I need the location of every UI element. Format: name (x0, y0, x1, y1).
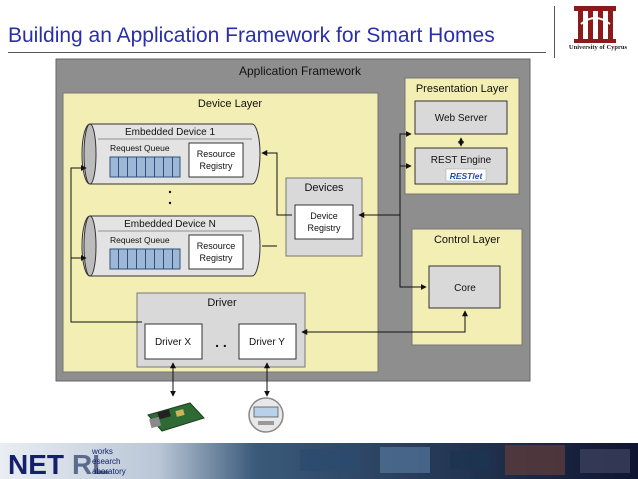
ellipsis-dot (168, 190, 172, 194)
restlet-logo: RESTlet (450, 171, 484, 181)
footer-graphic-icon (300, 445, 630, 475)
university-logo-icon (574, 6, 616, 43)
devices-label: Devices (304, 182, 344, 194)
branch-to-web-server (399, 131, 412, 166)
architecture-diagram: Application Framework Device Layer Embed… (55, 58, 531, 433)
web-server-label: Web Server (435, 113, 488, 124)
request-queue (109, 248, 181, 270)
title-divider (8, 52, 546, 53)
driver-ellipsis: . . (215, 334, 227, 350)
ellipsis-dot (168, 201, 172, 205)
smart-meter-icon (248, 397, 284, 433)
web-server-box (414, 100, 508, 135)
driver-x-label: Driver X (155, 337, 191, 348)
presentation-layer-label: Presentation Layer (416, 83, 509, 95)
device-registry-line1: Device (310, 211, 338, 221)
footer-banner: NET RL works esearch aboratory (0, 443, 638, 479)
control-layer-label: Control Layer (434, 234, 500, 246)
resource-registry-box (188, 142, 244, 178)
circuit-board-icon (147, 402, 205, 432)
device-registry-box (294, 204, 354, 240)
driver-label: Driver (207, 297, 237, 309)
rest-engine-label: REST Engine (431, 155, 492, 166)
embedded-device-1: Embedded Device 1 Request Queue Resource… (81, 123, 261, 185)
restlet-logo-badge (445, 168, 487, 182)
driver-y-box (238, 323, 297, 360)
driver-y-label: Driver Y (249, 337, 285, 348)
netrl-logo-research: esearch (92, 457, 120, 466)
device-layer-label: Device Layer (198, 98, 263, 110)
logo-divider (554, 6, 555, 58)
registry-line-1 (261, 150, 292, 216)
request-queue-label: Request Queue (110, 235, 170, 245)
netrl-logo-rl: RL (72, 449, 109, 479)
application-framework-label: Application Framework (239, 64, 362, 78)
embedded-device-n-label: Embedded Device N (124, 219, 216, 230)
resource-registry-line2: Registry (199, 161, 233, 171)
request-queue (109, 156, 181, 178)
core-box (428, 265, 501, 309)
branch-to-core (399, 215, 427, 290)
core-to-driver (301, 310, 468, 335)
embedded-device-1-label: Embedded Device 1 (125, 127, 215, 138)
device-registry-to-rest (358, 163, 412, 218)
resource-registry-line1: Resource (197, 241, 236, 251)
embedded-device-n: Embedded Device N Request Queue Resource… (81, 215, 261, 277)
driver-x-box (144, 323, 203, 360)
connector-lines (70, 131, 468, 397)
netrl-logo-works: works (91, 447, 113, 456)
netrl-logo-laboratory: aboratory (92, 467, 126, 476)
resource-registry-line1: Resource (197, 149, 236, 159)
netrl-logo-net: NET (8, 449, 64, 479)
resource-registry-line2: Registry (199, 253, 233, 263)
request-queue-label: Request Queue (110, 143, 170, 153)
slide-title: Building an Application Framework for Sm… (8, 24, 495, 47)
device-registry-line2: Registry (307, 223, 341, 233)
resource-registry-box (188, 234, 244, 270)
core-label: Core (454, 283, 476, 294)
university-name: University of Cyprus (568, 44, 628, 51)
loop-to-device-1 (70, 165, 142, 323)
